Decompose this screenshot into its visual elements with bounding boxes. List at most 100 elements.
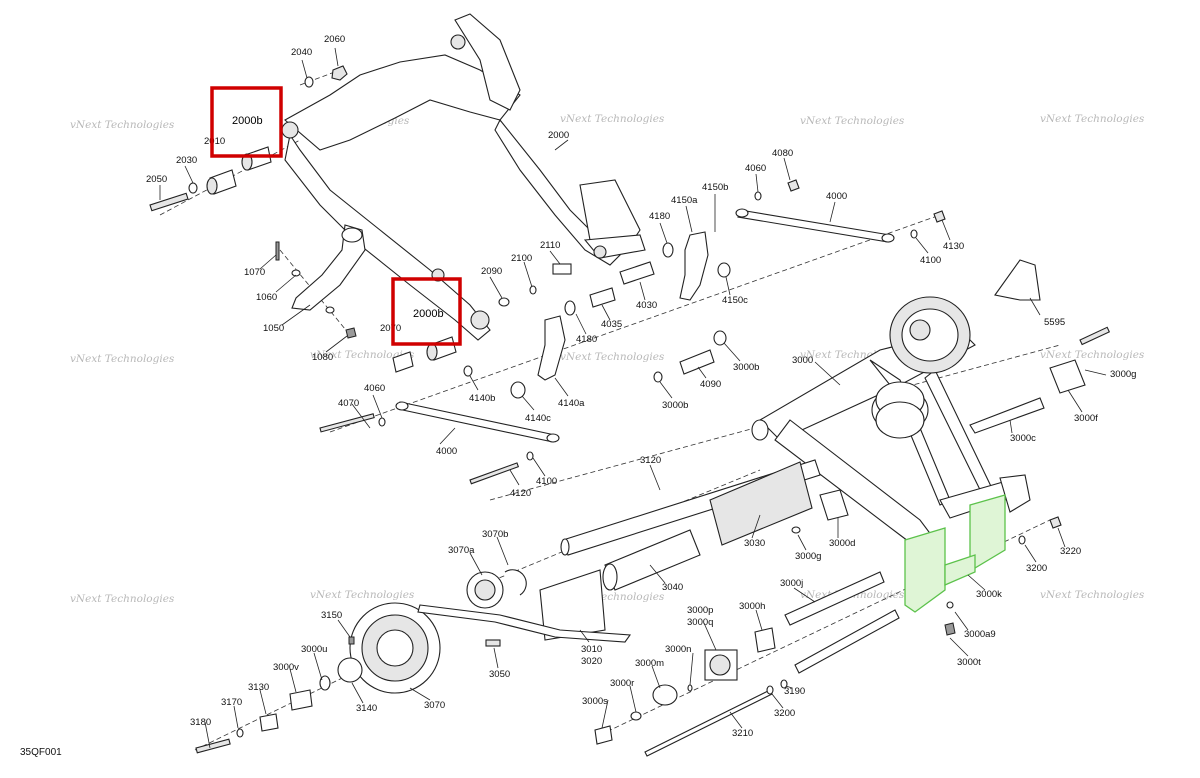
callout: 4035 (601, 319, 622, 330)
callout: 4070 (338, 398, 359, 409)
lever-assembly (275, 224, 366, 339)
bottom-bearings (594, 516, 1062, 745)
callout: 3170 (221, 697, 242, 708)
callout: 3070b (482, 529, 508, 540)
highlighted-callout: 2000b (232, 115, 263, 127)
watermark: vNext Technologies (70, 593, 175, 605)
watermark: vNext Technologies (800, 115, 905, 127)
callout: 3000d (829, 538, 855, 549)
callout: 4150a (671, 195, 698, 206)
callout: 2040 (291, 47, 312, 58)
diagram-code: 35QF001 (20, 747, 62, 758)
callout: 3000b (662, 400, 688, 411)
callout: 3200 (1026, 563, 1047, 574)
upper-arm-assembly (281, 13, 646, 341)
callout: 4140b (469, 393, 495, 404)
highlight-frame (391, 277, 462, 346)
callout: 4100 (536, 476, 557, 487)
rear-frame (751, 259, 1111, 551)
callout: 3000 (792, 355, 813, 366)
callout: 4150c (722, 295, 748, 306)
callout: 3000r (610, 678, 634, 689)
callout: 5595 (1044, 317, 1065, 328)
callout: 3000m (635, 658, 664, 669)
highlight-box-middle[interactable]: 2000b (391, 277, 462, 346)
callout: 4180 (576, 334, 597, 345)
watermark: vNext Technologies (70, 353, 175, 365)
callout: 3050 (489, 669, 510, 680)
callout: 1050 (263, 323, 284, 334)
callout: 3000q (687, 617, 713, 628)
callout: 3020 (581, 656, 602, 667)
callout: 2050 (146, 174, 167, 185)
callout: 2000 (548, 130, 569, 141)
callout: 4140c (525, 413, 551, 424)
lower-shafts (560, 459, 900, 757)
callout: 3070 (424, 700, 445, 711)
callout: 3180 (190, 717, 211, 728)
watermark: vNext Technologies (1040, 349, 1145, 361)
callout: 4060 (745, 163, 766, 174)
callout: 3000b (733, 362, 759, 373)
callout: 4000 (826, 191, 847, 202)
callout: 3000g (1110, 369, 1136, 380)
callout: 1080 (312, 352, 333, 363)
middle-parts (392, 231, 731, 399)
callout: 2030 (176, 155, 197, 166)
callout: 4120 (510, 488, 531, 499)
callout: 3030 (744, 538, 765, 549)
callout: 3140 (356, 703, 377, 714)
callout: 2010 (204, 136, 225, 147)
callout: 2090 (481, 266, 502, 277)
callout: 3010 (581, 644, 602, 655)
highlight-box-top[interactable]: 2000b (210, 86, 283, 158)
callout: 3000g (795, 551, 821, 562)
callout: 3000f (1074, 413, 1098, 424)
watermark: vNext Technologies (310, 349, 415, 361)
callout: 3200 (774, 708, 795, 719)
watermark: vNext Technologies (1040, 113, 1145, 125)
callout: 3120 (640, 455, 661, 466)
watermark: vNext Technologies (560, 351, 665, 363)
callout: 3040 (662, 582, 683, 593)
callout: 3000u (301, 644, 327, 655)
highlighted-bracket-3000k (904, 494, 1006, 613)
callout: 4090 (700, 379, 721, 390)
callout: 3210 (732, 728, 753, 739)
callout: 3000h (739, 601, 765, 612)
highlighted-callout: 2000b (413, 308, 444, 320)
callout: 1070 (244, 267, 265, 278)
callout-labels: 2060 2040 2010 2030 2050 2000 1070 1060 … (146, 34, 1136, 739)
callout: 2070 (380, 323, 401, 334)
callout: 4060 (364, 383, 385, 394)
callout: 3000v (273, 662, 299, 673)
callout: 2110 (540, 240, 560, 251)
callout: 3220 (1060, 546, 1081, 557)
callout: 4030 (636, 300, 657, 311)
callout: 3150 (321, 610, 342, 621)
callout: 4100 (920, 255, 941, 266)
callout: 3000j (780, 578, 803, 589)
callout: 4140a (558, 398, 585, 409)
callout: 4080 (772, 148, 793, 159)
bottom-wheel (195, 569, 632, 754)
callout: 2060 (324, 34, 345, 45)
callout: 3000k (976, 589, 1002, 600)
small-parts-top-left (149, 65, 348, 212)
callout: 3190 (784, 686, 805, 697)
callout: 4000 (436, 446, 457, 457)
callout: 3000p (687, 605, 713, 616)
leader-lines (159, 47, 1107, 749)
watermark: vNext Technologies (70, 119, 175, 131)
callout: 4150b (702, 182, 728, 193)
callout: 3130 (248, 682, 269, 693)
callout: 3000c (1010, 433, 1036, 444)
callout: 3000t (957, 657, 981, 668)
callout: 2100 (511, 253, 532, 264)
callout: 4130 (943, 241, 964, 252)
watermark: vNext Technologies (1040, 589, 1145, 601)
callout: 4180 (649, 211, 670, 222)
callout: 3000a9 (964, 629, 996, 640)
callout: 3070a (448, 545, 475, 556)
